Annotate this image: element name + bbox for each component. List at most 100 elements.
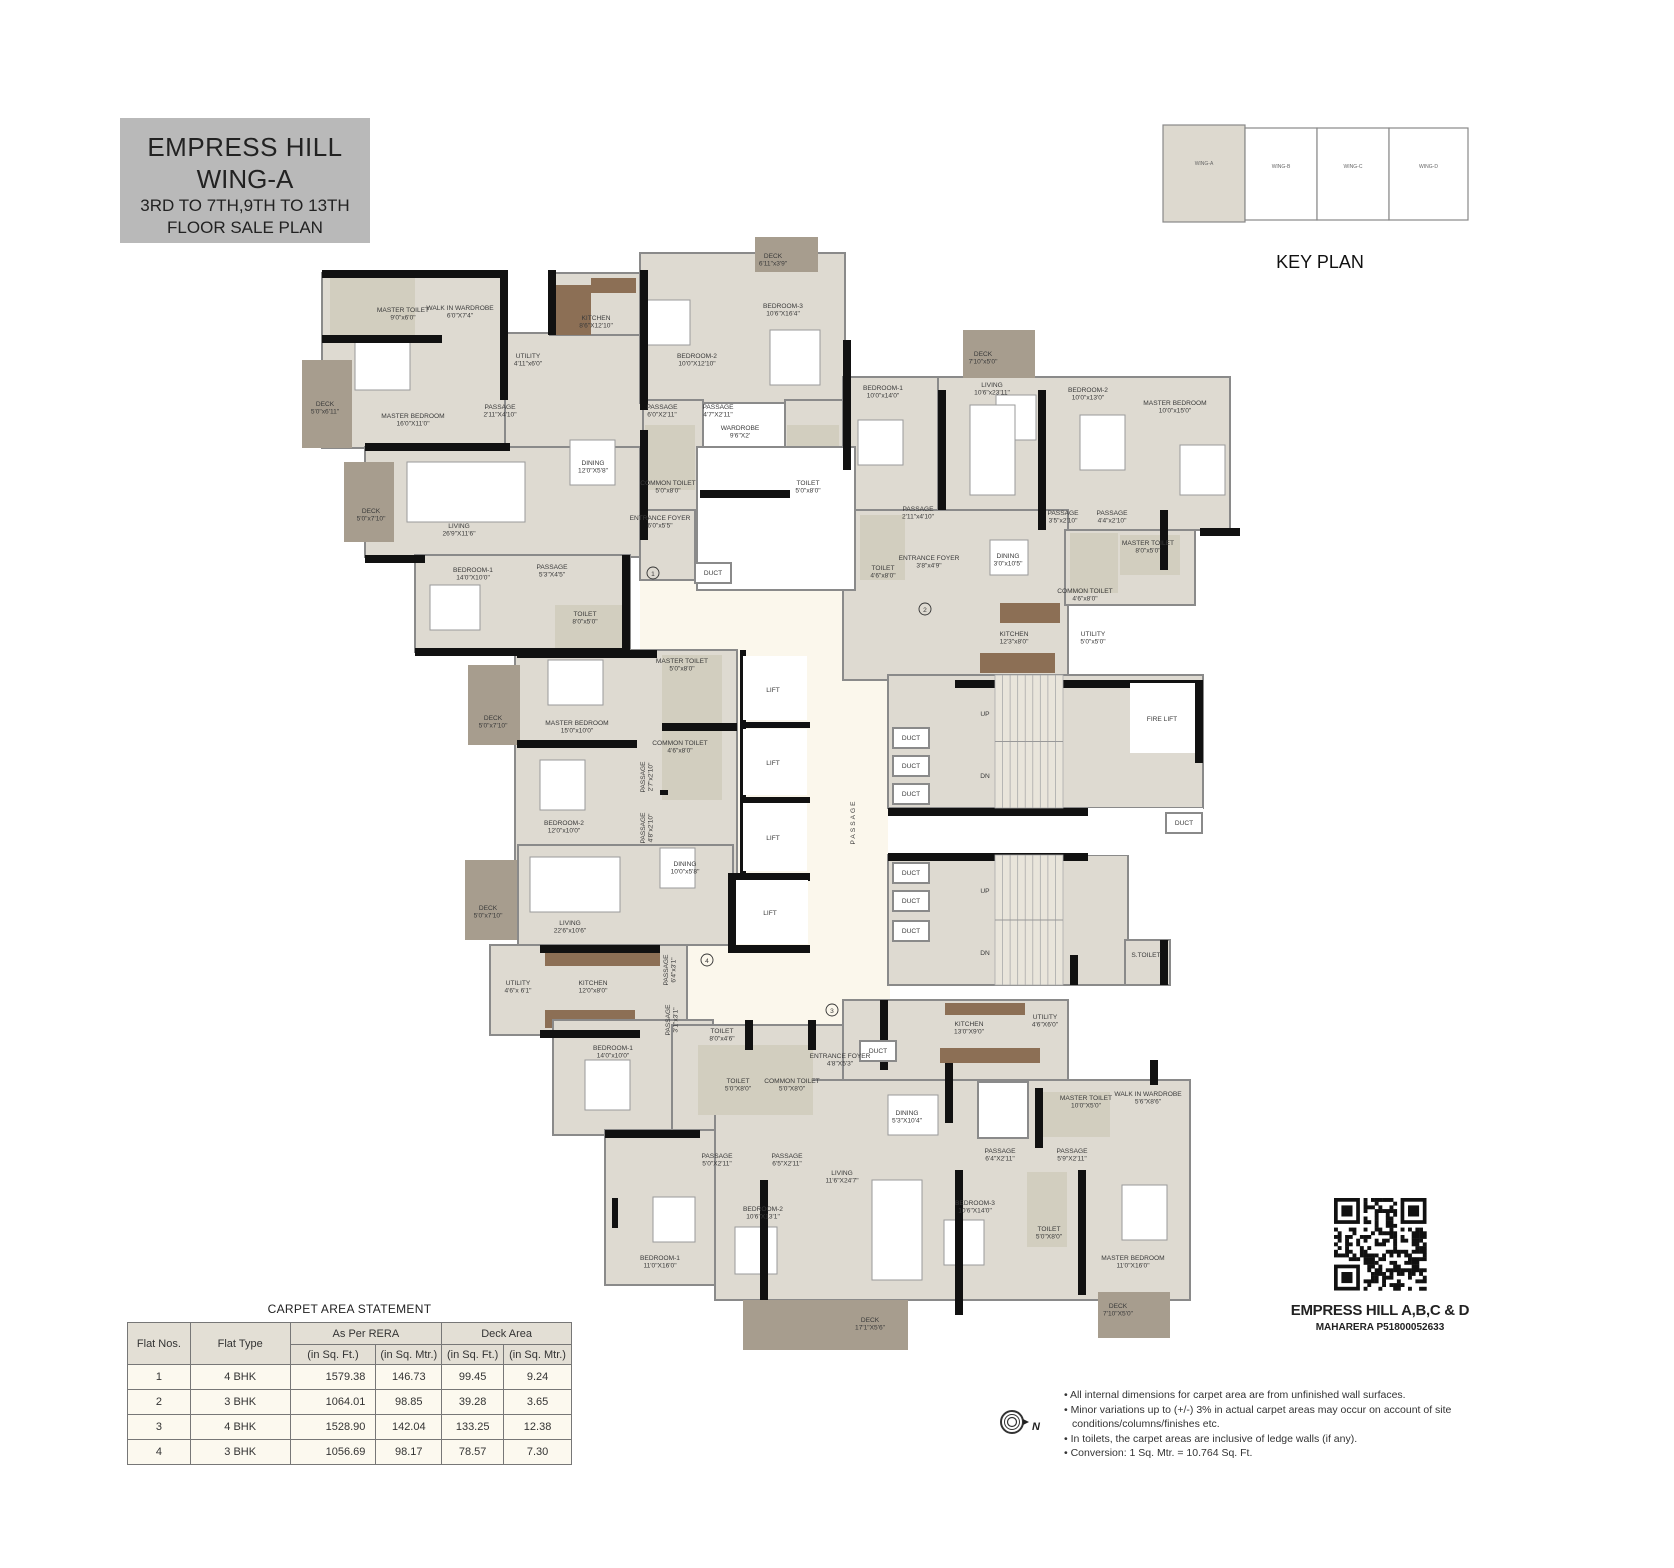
qr-module [1382,1283,1386,1287]
room-dimension: 10'0"X5'0" [1071,1103,1102,1110]
qr-module [1348,1227,1353,1232]
lobby-passage-label: PASSAGE [850,799,857,844]
qr-module [1371,1253,1375,1258]
key-plan-wing-label: WING-D [1419,164,1438,170]
room-name: MASTER TOILET [1060,1095,1112,1102]
room-dimension: 4'6"x8'0" [870,573,896,580]
room-dimension: 4'8"x2'10" [648,813,655,842]
qr-module [1411,1264,1416,1269]
qr-module [1385,1198,1390,1202]
room-name: PASSAGE [640,812,647,844]
cell-deck-sqm: 3.65 [503,1389,572,1415]
qr-module [1393,1212,1398,1217]
duct [892,862,930,884]
north-arrow-icon: N [1000,1410,1041,1434]
flat-marker-3: 3 [830,1008,834,1015]
flat-1-deck [344,462,394,542]
qr-module [1422,1253,1427,1258]
bed [539,759,586,811]
room-name: BEDROOM-1 [863,385,903,392]
qr-module [1411,1242,1416,1247]
carpet-area-title: CARPET AREA STATEMENT [267,1302,432,1316]
qr-module [1419,1286,1423,1291]
note-item: • In toilets, the carpet areas are inclu… [1064,1432,1358,1445]
fire-lift-shaft [1130,683,1195,753]
cell-deck-sqft: 133.25 [441,1414,505,1440]
qr-module [1419,1257,1423,1262]
room-dimension: 11'0"X16'0" [1116,1263,1150,1270]
qr-module [1385,1268,1390,1273]
room-dimension: 5'6"X8'6" [1135,1099,1162,1106]
flat-2-deck [963,330,1035,378]
qr-module [1352,1257,1357,1262]
room-name: TOILET [797,480,820,487]
wall [745,1020,753,1050]
room-dimension: 6'4"x3'1" [671,957,678,983]
qr-module [1404,1249,1409,1254]
qr-module [1367,1264,1372,1269]
room-name: MASTER BEDROOM [381,413,444,420]
qr-module [1389,1223,1394,1228]
qr-module [1378,1257,1383,1262]
wall [548,270,556,335]
qr-module [1389,1205,1394,1210]
flat-2-master-toilet-floor [1120,535,1180,575]
qr-module [1345,1249,1349,1254]
qr-module [1363,1205,1368,1210]
flat-1-kitchen-counter [591,278,636,293]
room-name: COMMON TOILET [652,740,707,747]
stair-dn-label: DN [980,773,990,780]
qr-module [1359,1235,1364,1239]
rera-project-title: EMPRESS HILL A,B,C & D [1290,1302,1470,1319]
cell-deck-sqft: 78.57 [441,1439,505,1465]
room-dimension: 10'6"X16'4" [766,311,800,318]
qr-module [1400,1235,1405,1239]
cell-rera-sqm: 142.04 [375,1414,443,1440]
wall [728,873,736,953]
qr-module [1385,1223,1390,1228]
room-label: BEDROOM-210'6"X13'1" [743,1206,783,1221]
qr-module [1415,1260,1420,1265]
room-dimension: 5'0"x7'10" [479,723,508,730]
qr-module [1408,1260,1412,1265]
wall [605,1130,700,1138]
qr-module [1382,1242,1386,1247]
room-dimension: 10'0"x15'0" [1159,408,1192,415]
qr-module [1396,1283,1401,1287]
room-name: KITCHEN [955,1021,984,1028]
carpet-area-table: Flat Nos. Flat Type As Per RERA Deck Are… [127,1322,572,1465]
qr-module [1367,1246,1372,1250]
flat-marker-4: 4 [705,958,709,965]
cell-rera-sqm: 98.17 [375,1439,443,1465]
qr-module [1385,1231,1390,1236]
qr-module [1415,1235,1420,1239]
duct-label: DUCT [902,898,920,905]
qr-module [1415,1238,1420,1243]
wall [880,1000,888,1070]
qr-module [1352,1227,1357,1232]
qr-module [1363,1279,1368,1284]
flat-marker-2: 2 [923,607,927,614]
flat-1-deck [755,237,818,272]
flat-1-deck [302,360,352,448]
flat-2-toilet-floor [860,515,905,580]
wall [888,853,1088,861]
room-name: COMMON TOILET [1057,588,1112,595]
qr-module [1393,1246,1398,1250]
room-dimension: 6'5"X2'11" [772,1161,802,1168]
qr-finder-core [1341,1205,1353,1217]
qr-module [1389,1235,1394,1239]
room-label: BEDROOM-310'6"X16'4" [763,303,803,318]
room-name: DECK [974,351,993,358]
cell-rera-sqm: 146.73 [375,1364,443,1390]
room-dimension: 4'8"X5'3" [827,1061,854,1068]
plan-type-subtitle: FLOOR SALE PLAN [167,218,323,237]
qr-module [1378,1231,1383,1236]
qr-module [1400,1268,1405,1273]
qr-module [1393,1223,1398,1228]
